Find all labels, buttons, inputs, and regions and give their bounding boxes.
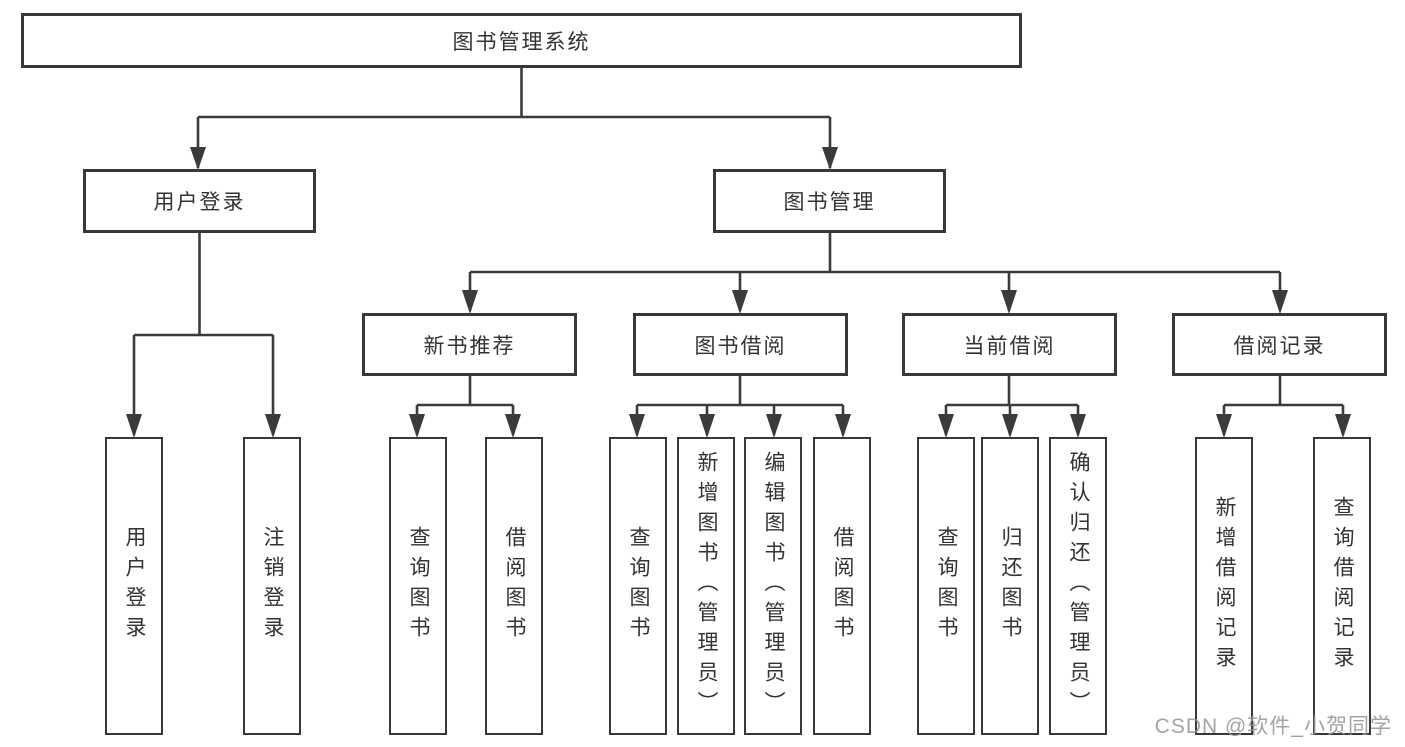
leaf-label: 借阅图书 bbox=[503, 526, 527, 646]
node-label: 图书借阅 bbox=[694, 334, 787, 358]
leaf-label: 借阅图书 bbox=[831, 526, 855, 646]
leaf-add-books-admin: 新增图书（管理员） bbox=[677, 437, 735, 735]
leaf-query-books-borrow: 查询图书 bbox=[609, 437, 667, 735]
leaf-user-login: 用户登录 bbox=[105, 437, 163, 735]
leaf-add-borrow-record: 新增借阅记录 bbox=[1195, 437, 1253, 735]
node-label: 借阅记录 bbox=[1233, 334, 1326, 358]
node-label: 图书管理 bbox=[783, 191, 876, 214]
node-borrowing-records: 借阅记录 bbox=[1172, 313, 1387, 376]
leaf-label: 确认归还（管理员） bbox=[1067, 451, 1091, 721]
leaf-borrow-books: 借阅图书 bbox=[813, 437, 871, 735]
leaf-query-books-current: 查询图书 bbox=[917, 437, 975, 735]
node-book-management: 图书管理 bbox=[713, 169, 946, 233]
node-label: 新书推荐 bbox=[423, 334, 516, 358]
leaf-label: 用户登录 bbox=[123, 526, 147, 646]
leaf-borrow-books-recommend: 借阅图书 bbox=[485, 437, 543, 735]
leaf-label: 新增借阅记录 bbox=[1213, 496, 1237, 676]
node-current-borrowing: 当前借阅 bbox=[902, 313, 1117, 376]
node-new-book-recommendation: 新书推荐 bbox=[362, 313, 577, 376]
leaf-label: 注销登录 bbox=[261, 526, 285, 646]
node-user-login: 用户登录 bbox=[83, 169, 316, 233]
leaf-label: 查询图书 bbox=[627, 526, 651, 646]
leaf-confirm-return-admin: 确认归还（管理员） bbox=[1049, 437, 1107, 735]
connector-paths bbox=[132, 68, 1345, 435]
leaf-label: 新增图书（管理员） bbox=[695, 451, 719, 721]
leaf-logout: 注销登录 bbox=[243, 437, 301, 735]
leaf-query-books-recommend: 查询图书 bbox=[389, 437, 447, 735]
leaf-label: 编辑图书（管理员） bbox=[762, 451, 786, 721]
node-label: 当前借阅 bbox=[963, 334, 1056, 358]
leaf-label: 归还图书 bbox=[999, 526, 1023, 646]
leaf-return-books: 归还图书 bbox=[981, 437, 1039, 735]
leaf-edit-books-admin: 编辑图书（管理员） bbox=[744, 437, 802, 735]
csdn-watermark: CSDN @软件_小贺同学 bbox=[1154, 715, 1392, 738]
node-label: 图书管理系统 bbox=[452, 30, 591, 54]
node-book-borrowing: 图书借阅 bbox=[633, 313, 848, 376]
leaf-query-borrow-record: 查询借阅记录 bbox=[1313, 437, 1371, 735]
leaf-label: 查询图书 bbox=[407, 526, 431, 646]
node-label: 用户登录 bbox=[153, 191, 246, 214]
arrowheads bbox=[126, 147, 1351, 438]
leaf-label: 查询借阅记录 bbox=[1331, 496, 1355, 676]
leaf-label: 查询图书 bbox=[935, 526, 959, 646]
node-library-management-system: 图书管理系统 bbox=[21, 13, 1022, 68]
